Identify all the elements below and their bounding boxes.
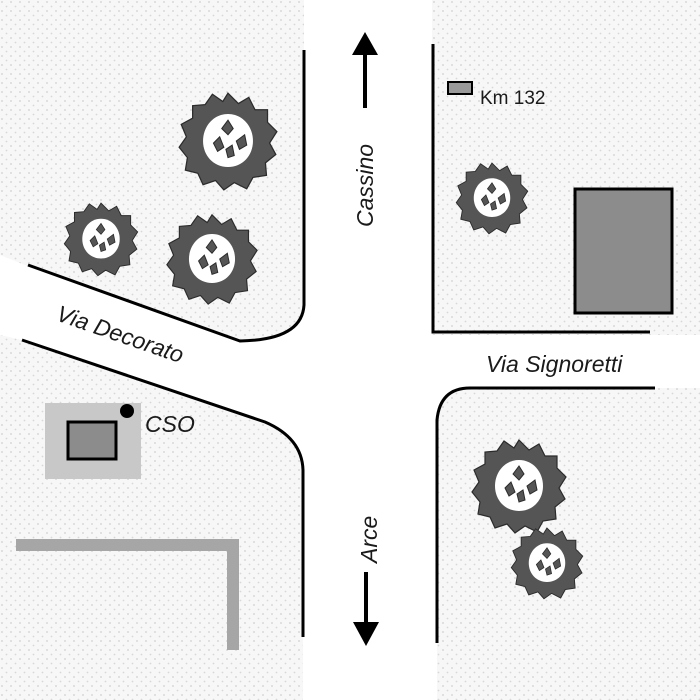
arrow-up-icon	[352, 32, 378, 108]
street-label-north: Cassino	[352, 144, 378, 227]
building-northeast	[573, 187, 674, 315]
road-edge-northeast	[431, 44, 650, 334]
wall-southwest	[16, 539, 239, 650]
road-edges	[21, 44, 655, 643]
km-marker-sign	[447, 81, 473, 95]
arrow-down-icon	[353, 572, 379, 646]
block-southwest	[0, 335, 303, 700]
cso-dot-icon	[120, 404, 134, 418]
cso-label: CSO	[145, 411, 195, 437]
km-marker-label: Km 132	[480, 88, 545, 109]
road-edge-southeast	[435, 386, 655, 643]
street-label-east: Via Signoretti	[486, 351, 623, 377]
road-edge-southwest	[21, 338, 305, 637]
street-label-south: Arce	[356, 516, 382, 565]
road-edge-northwest	[27, 50, 306, 343]
cso-building	[66, 420, 118, 461]
